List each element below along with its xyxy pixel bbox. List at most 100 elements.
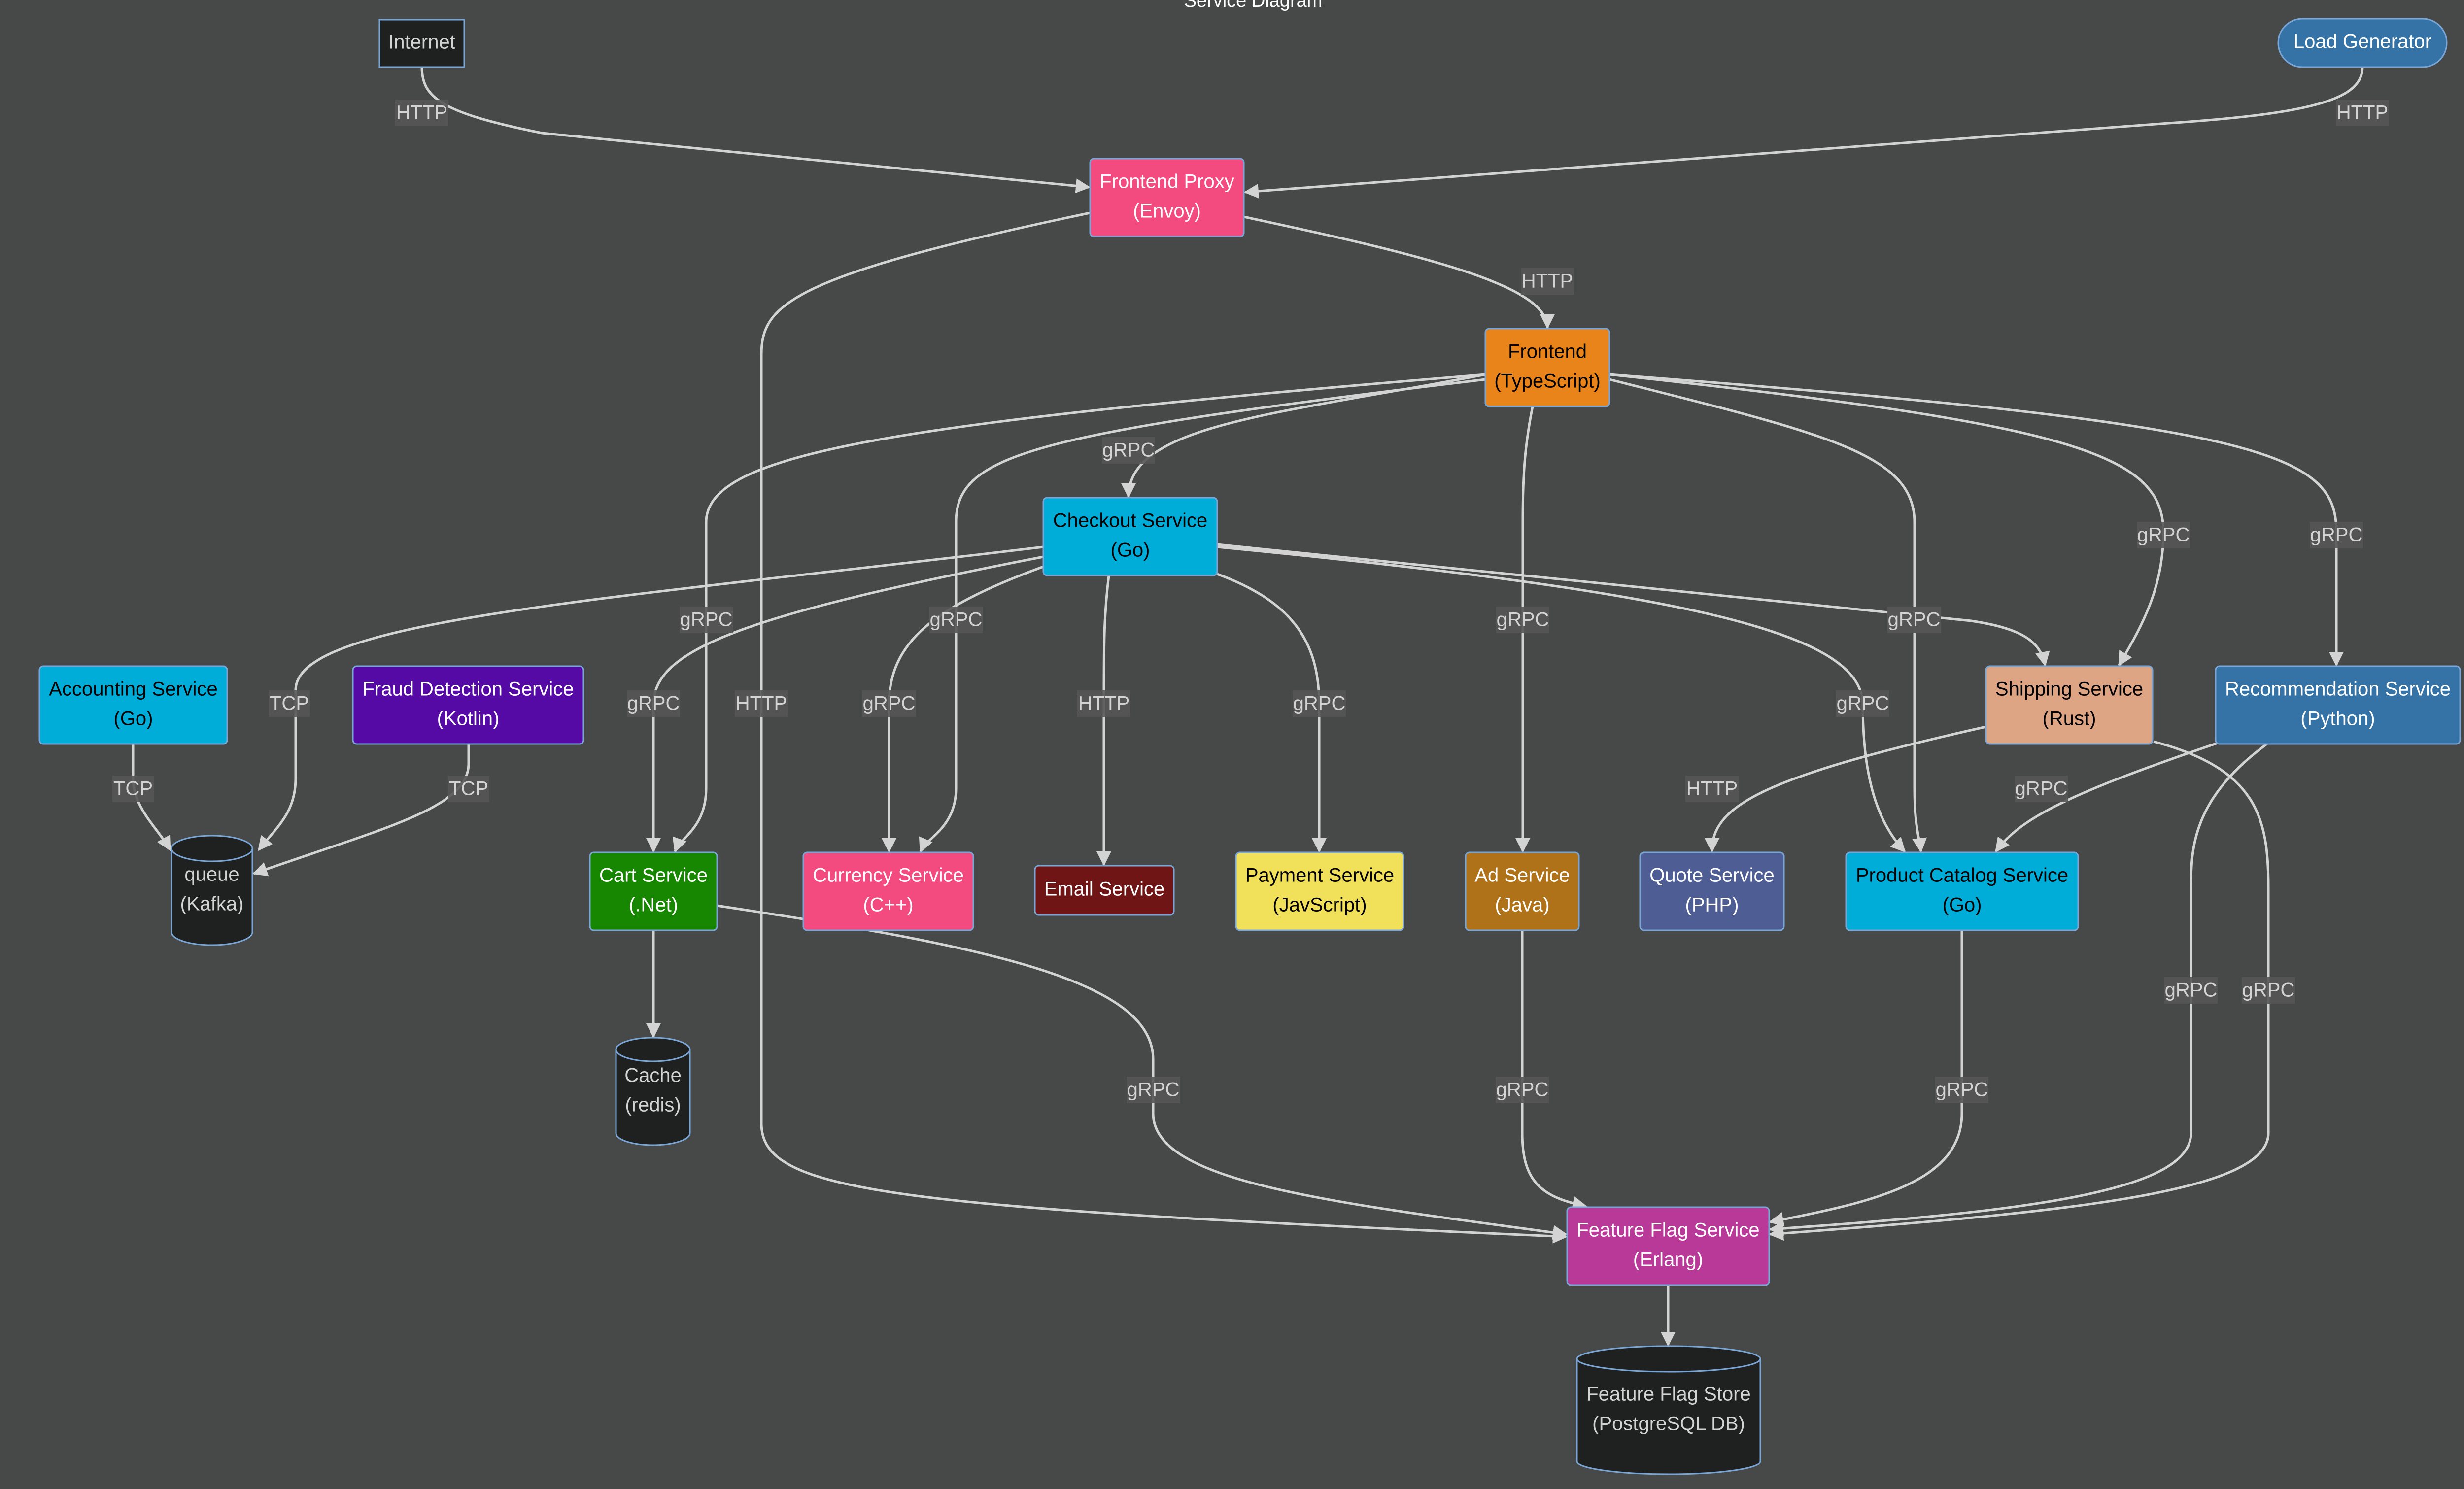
cylinder-body bbox=[615, 1037, 691, 1146]
node-box bbox=[2277, 18, 2448, 68]
edge-frontendproxy-to-frontend bbox=[1243, 215, 1555, 329]
edge-label: gRPC bbox=[2164, 977, 2218, 1004]
edge-label-text: gRPC bbox=[1102, 440, 1155, 461]
edge-label-background bbox=[395, 100, 448, 126]
edge-label-text: gRPC bbox=[1127, 1079, 1180, 1101]
node-cart[interactable]: Cart Service(.Net) bbox=[589, 851, 718, 931]
edge-label: HTTP bbox=[395, 100, 448, 126]
edge-label: HTTP bbox=[1077, 690, 1130, 717]
edge-frontendproxy-to-featureflag bbox=[760, 211, 1568, 1244]
edge-label: gRPC bbox=[627, 690, 680, 717]
node-currency[interactable]: Currency Service(C++) bbox=[802, 851, 974, 931]
edge-label-background bbox=[1102, 437, 1155, 464]
edge-label-text: HTTP bbox=[396, 102, 447, 124]
edge-label-background bbox=[1293, 690, 1346, 717]
node-title: Internet bbox=[388, 32, 455, 53]
edge-label-background bbox=[735, 690, 788, 717]
edge-label-text: HTTP bbox=[1522, 271, 1573, 292]
node-subtitle: (C++) bbox=[863, 894, 913, 916]
node-subtitle: (Kafka) bbox=[180, 893, 244, 915]
node-subtitle: (Envoy) bbox=[1133, 201, 1201, 222]
edge-frontend-to-recommendation bbox=[1609, 373, 2344, 667]
node-title: Frontend Proxy bbox=[1099, 171, 1234, 193]
node-box bbox=[1089, 158, 1245, 237]
edge-frontend-to-currency bbox=[919, 378, 1486, 853]
node-title: Cart Service bbox=[599, 865, 708, 886]
node-shipping[interactable]: Shipping Service (Rust) bbox=[1985, 665, 2154, 745]
node-title: Product Catalog Service bbox=[1856, 865, 2068, 886]
edge-label-background bbox=[2015, 776, 2068, 802]
edge-label-background bbox=[1496, 607, 1549, 633]
node-title: Accounting Service bbox=[49, 678, 217, 700]
edge-frontend-to-shipping bbox=[1609, 373, 2165, 667]
node-internet[interactable]: Internet bbox=[378, 19, 465, 68]
diagram-title: Service Diagram bbox=[1184, 0, 1323, 11]
node-featureflag[interactable]: Feature Flag Service(Erlang) bbox=[1566, 1206, 1770, 1286]
node-email[interactable]: Email Service bbox=[1034, 865, 1175, 916]
edge-label-text: HTTP bbox=[1078, 693, 1129, 714]
node-featureflagstore[interactable]: Feature Flag Store(PostgreSQL DB) bbox=[1576, 1345, 1761, 1475]
node-productcatalog[interactable]: Product Catalog Service(Go) bbox=[1845, 851, 2079, 931]
node-title: Frontend bbox=[1508, 341, 1587, 363]
edge-label: gRPC bbox=[1836, 690, 1889, 717]
edge-label-text: gRPC bbox=[2137, 524, 2190, 546]
node-frontendproxy[interactable]: Frontend Proxy (Envoy) bbox=[1089, 158, 1245, 237]
edge-label-text: gRPC bbox=[1497, 609, 1549, 631]
node-box bbox=[1639, 851, 1785, 931]
cylinder-body bbox=[171, 835, 253, 946]
edge-label-text: gRPC bbox=[930, 609, 983, 631]
node-title: Load Generator bbox=[2293, 31, 2431, 53]
node-subtitle: (Python) bbox=[2300, 708, 2375, 730]
node-queue[interactable]: queue(Kafka) bbox=[171, 835, 253, 946]
node-cache[interactable]: Cache (redis) bbox=[615, 1037, 691, 1146]
node-recommendation[interactable]: Recommendation Service(Python) bbox=[2215, 665, 2461, 745]
edge-fraud-to-queue bbox=[252, 744, 470, 877]
edge-label-background bbox=[1127, 1077, 1180, 1103]
node-payment[interactable]: Payment Service(JavScript) bbox=[1235, 851, 1404, 931]
edge-label-background bbox=[627, 690, 680, 717]
edge-label: HTTP bbox=[2336, 100, 2389, 126]
edge-label-background bbox=[2336, 100, 2389, 126]
edges-layer bbox=[132, 67, 2364, 1347]
edge-label-background bbox=[2164, 977, 2218, 1004]
edge-checkout-to-currency bbox=[882, 565, 1044, 853]
edge-label-text: HTTP bbox=[1686, 778, 1738, 800]
node-box bbox=[38, 665, 228, 745]
edge-checkout-to-email bbox=[1096, 575, 1111, 866]
node-title: Checkout Service bbox=[1053, 510, 1207, 532]
node-title: Cache bbox=[624, 1065, 682, 1086]
edge-loadgen-to-frontendproxy bbox=[1244, 67, 2364, 199]
edge-label: TCP bbox=[112, 776, 154, 802]
node-title: Email Service bbox=[1044, 879, 1165, 900]
node-box bbox=[1034, 865, 1175, 916]
node-title: Shipping Service bbox=[1995, 678, 2143, 700]
node-subtitle: (Go) bbox=[114, 708, 153, 730]
edge-frontend-to-productcatalog bbox=[1609, 378, 1927, 853]
node-accounting[interactable]: Accounting Service (Go) bbox=[38, 665, 228, 745]
edge-checkout-to-payment bbox=[1217, 573, 1327, 853]
cylinder-top bbox=[615, 1049, 691, 1062]
node-subtitle: (Rust) bbox=[2043, 708, 2096, 730]
node-box bbox=[1465, 851, 1580, 931]
edge-label: gRPC bbox=[2015, 776, 2068, 802]
node-quote[interactable]: Quote Service(PHP) bbox=[1639, 851, 1785, 931]
edge-label: gRPC bbox=[862, 690, 916, 717]
node-title: Quote Service bbox=[1649, 865, 1774, 886]
node-subtitle: (redis) bbox=[625, 1094, 681, 1116]
node-checkout[interactable]: Checkout Service(Go) bbox=[1042, 497, 1218, 576]
node-loadgen[interactable]: Load Generator bbox=[2277, 18, 2448, 68]
edge-label: gRPC bbox=[680, 607, 733, 633]
node-frontend[interactable]: Frontend(TypeScript) bbox=[1484, 328, 1610, 407]
node-box bbox=[1845, 851, 2079, 931]
node-subtitle: (JavScript) bbox=[1272, 894, 1367, 916]
edge-label: gRPC bbox=[1496, 1077, 1549, 1103]
edge-internet-to-frontendproxy bbox=[420, 67, 1091, 194]
node-fraud[interactable]: Fraud Detection Service(Kotlin) bbox=[352, 665, 584, 745]
edge-label-text: gRPC bbox=[863, 693, 916, 714]
edge-shipping-to-quote bbox=[1705, 725, 1986, 853]
node-box bbox=[1985, 665, 2154, 745]
node-ad[interactable]: Ad Service(Java) bbox=[1465, 851, 1580, 931]
edge-label: gRPC bbox=[1496, 607, 1549, 633]
edge-label: gRPC bbox=[1935, 1077, 1988, 1103]
